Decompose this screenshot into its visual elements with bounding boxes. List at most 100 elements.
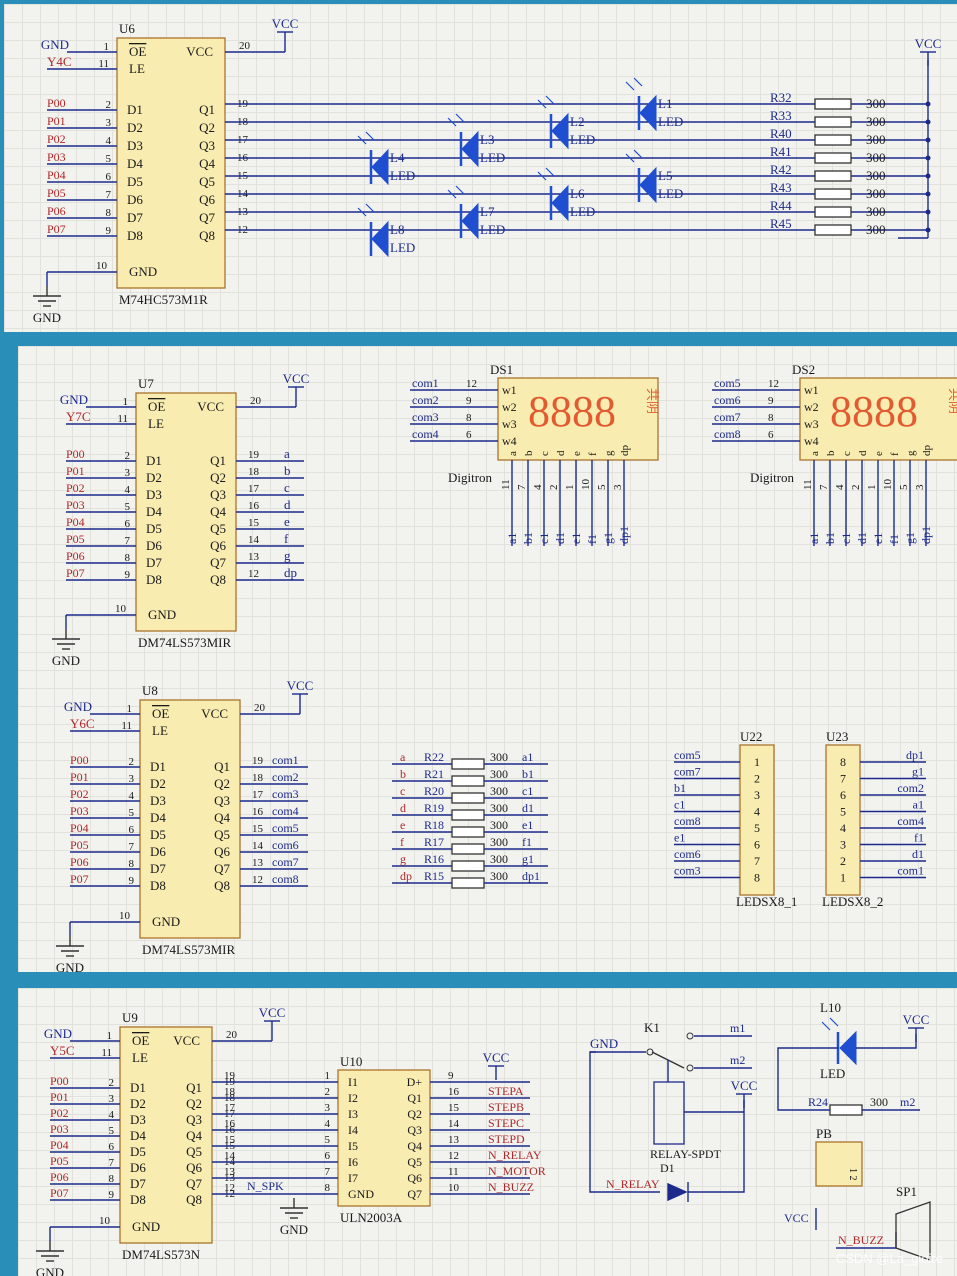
u8-q-label: Q5	[214, 827, 230, 842]
u10-in-pin: 1	[325, 1070, 331, 1082]
u6-le-label: LE	[129, 61, 145, 76]
u10-out-pin: 16	[448, 1086, 460, 1098]
u23-net: g1	[912, 765, 924, 779]
u7-q-label: Q4	[210, 504, 226, 519]
u7-q-label: Q7	[210, 555, 226, 570]
seg-res-ref: R19	[424, 801, 444, 815]
u22-pin: 3	[754, 788, 760, 802]
led-label: LED	[480, 222, 505, 237]
u6-d-pin: 3	[106, 117, 112, 129]
u7-out-net: c	[284, 480, 290, 495]
u9-vcc-sym-label: VCC	[259, 1005, 286, 1020]
relay-coil	[653, 1081, 685, 1145]
u6-d-pin: 8	[106, 207, 112, 219]
ds1-seg-label: g	[603, 450, 615, 456]
u6-q-label: Q7	[199, 210, 215, 225]
ds2-seg-label: e	[873, 451, 885, 456]
u23-net: d1	[912, 847, 924, 861]
u10-part: ULN2003A	[340, 1210, 403, 1225]
u6-input-net: P03	[47, 150, 66, 164]
ds1-seg-net: g1	[601, 532, 615, 544]
ds2-seg-net: a1	[807, 533, 821, 544]
ds1-seg-pin: 3	[612, 484, 624, 490]
u6-gnd-net: GND	[41, 37, 69, 52]
ds1-seg-label: d	[555, 450, 567, 456]
u9-q-label: Q2	[186, 1096, 202, 1111]
u9-q-label: Q1	[186, 1080, 202, 1095]
l10-net: m2	[900, 1095, 915, 1109]
u8-q-label: Q8	[214, 878, 230, 893]
u7-q-pin: 12	[248, 568, 259, 580]
u23-net: com2	[897, 781, 924, 795]
sp1-vcc: VCC	[784, 1211, 809, 1225]
u10-in-pin: 5	[325, 1134, 331, 1146]
seg-res-value: 300	[490, 835, 508, 849]
ds1-seg-net: b1	[521, 532, 535, 544]
led-light-icon	[625, 149, 643, 163]
seg-res-value: 300	[490, 767, 508, 781]
ds2-label: Digitron	[750, 470, 795, 485]
l10-vcc-sym-label: VCC	[903, 1012, 930, 1027]
u7-vcc-label: VCC	[197, 399, 224, 414]
relay-diode-icon	[667, 1182, 688, 1202]
u9-q-pin-ext: 15	[224, 1134, 236, 1146]
u10-in-pin: 3	[325, 1102, 331, 1114]
l10-ref: L10	[820, 1000, 841, 1015]
u8-vcc-sym-label: VCC	[287, 678, 314, 693]
u7-d-label: D8	[146, 572, 162, 587]
led-L4-icon	[371, 148, 389, 186]
u6-input-net: P04	[47, 168, 66, 182]
u9-ic-body	[119, 1026, 213, 1244]
u10-out-net: STEPD	[488, 1132, 525, 1146]
l10-led-icon	[839, 1030, 857, 1066]
u6-input-net: P06	[47, 204, 66, 218]
u7-le-net: Y7C	[66, 409, 91, 424]
ds1-seg-net: a1	[505, 533, 519, 544]
u10-out-net: STEPA	[488, 1084, 524, 1098]
led-ref: L7	[480, 204, 495, 219]
u7-part: DM74LS573MIR	[138, 635, 232, 650]
resistor-value: 300	[866, 132, 886, 147]
relay-diode-ref: D1	[660, 1161, 675, 1175]
u8-out-net: com6	[272, 838, 299, 852]
u9-d-label: D1	[130, 1080, 146, 1095]
u8-q-pin: 12	[252, 874, 263, 886]
u9-d-label: D7	[130, 1176, 146, 1191]
led-label: LED	[390, 168, 415, 183]
led-label: LED	[480, 150, 505, 165]
u7-out-net: g	[284, 548, 291, 563]
ds1-seg-label: b	[523, 450, 535, 456]
u8-q-label: Q2	[214, 776, 230, 791]
ds1-w-label: w3	[502, 417, 517, 431]
resistor-R41	[814, 152, 852, 164]
led-light-icon	[447, 113, 465, 127]
seg-res-left-net: e	[400, 818, 405, 832]
resistor-R17	[451, 843, 485, 855]
seg-res-ref: R22	[424, 750, 444, 764]
u7-q-pin: 13	[248, 551, 260, 563]
ds1-seg-pin: 5	[596, 484, 608, 490]
relay-net: N_RELAY	[606, 1177, 660, 1191]
u23-net: dp1	[906, 748, 924, 762]
u9-d-pin: 9	[109, 1189, 115, 1201]
u8-d-pin: 7	[129, 841, 135, 853]
u7-out-net: a	[284, 446, 290, 461]
u7-input-net: P06	[66, 549, 85, 563]
u10-in-label: I6	[348, 1155, 358, 1169]
u9-d-label: D6	[130, 1160, 146, 1175]
u8-d-label: D2	[150, 776, 166, 791]
ds2-seg-pin: 4	[834, 484, 846, 490]
u8-vcc-label: VCC	[201, 706, 228, 721]
ds1-com-pin: 12	[466, 378, 477, 390]
ds2-w-label: w3	[804, 417, 819, 431]
u6-d-label: D3	[127, 138, 143, 153]
ds1-w-label: w1	[502, 383, 517, 397]
seg-res-left-net: a	[400, 750, 406, 764]
u7-q-label: Q5	[210, 521, 226, 536]
u7-d-label: D3	[146, 487, 162, 502]
u6-ref: U6	[119, 21, 135, 36]
u7-q-label: Q2	[210, 470, 226, 485]
ds2-seg-label: a	[809, 451, 821, 456]
u6-vcc-label: VCC	[186, 44, 213, 59]
